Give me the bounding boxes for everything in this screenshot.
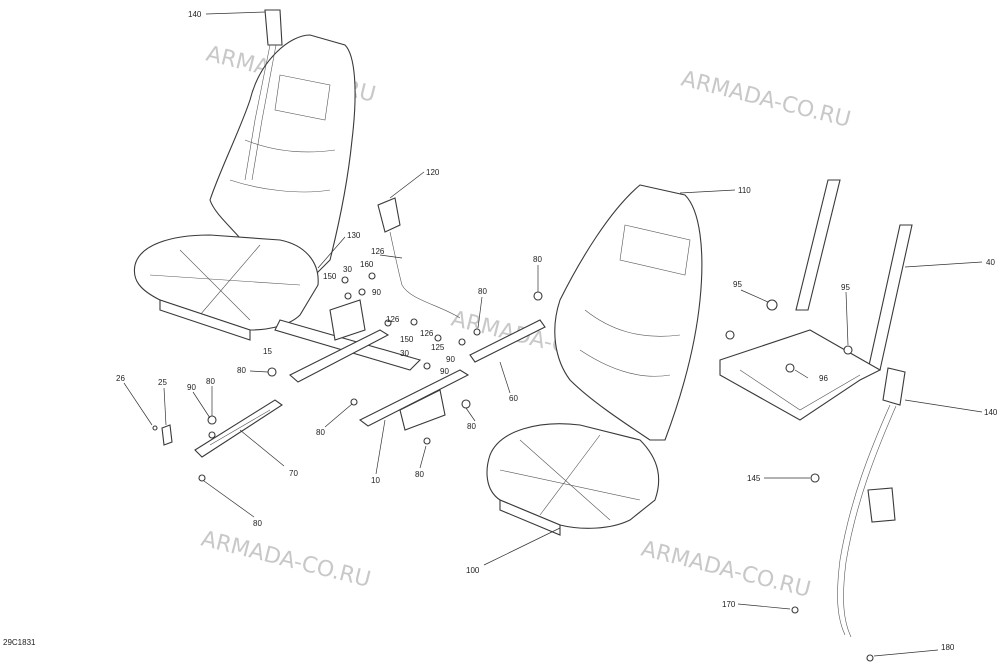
callout-145: 145 bbox=[747, 474, 761, 483]
callout-140-right: 140 bbox=[984, 408, 998, 417]
right-seatbelt bbox=[791, 367, 906, 662]
callout-126-low: 126 bbox=[420, 329, 434, 338]
callout-95-right: 95 bbox=[841, 283, 850, 292]
callout-160: 160 bbox=[360, 260, 374, 269]
callout-80-bracket: 80 bbox=[206, 377, 215, 386]
callout-90-left: 90 bbox=[187, 383, 196, 392]
callout-96: 96 bbox=[819, 374, 828, 383]
callout-100: 100 bbox=[466, 566, 480, 575]
callout-110: 110 bbox=[738, 186, 751, 195]
callout-120: 120 bbox=[426, 168, 440, 177]
callout-80-center: 80 bbox=[316, 428, 325, 437]
callout-90-top: 90 bbox=[372, 288, 381, 297]
callout-25: 25 bbox=[158, 378, 167, 387]
leader-lines bbox=[123, 11, 983, 657]
callout-150-top: 150 bbox=[323, 272, 337, 281]
watermark-5: ARMADA-CO.RU bbox=[639, 537, 813, 603]
callout-40: 40 bbox=[986, 258, 995, 267]
callout-90-b: 90 bbox=[440, 367, 449, 376]
callout-60: 60 bbox=[509, 394, 518, 403]
callout-70: 70 bbox=[289, 469, 298, 478]
callout-130: 130 bbox=[347, 231, 361, 240]
callout-30-low: 30 bbox=[400, 349, 409, 358]
watermark-2: ARMADA-CO.RU bbox=[679, 67, 853, 133]
callout-15: 15 bbox=[263, 347, 272, 356]
callout-140-left: 140 bbox=[188, 10, 202, 19]
watermark-4: ARMADA-CO.RU bbox=[199, 527, 373, 593]
callout-95-left: 95 bbox=[733, 280, 742, 289]
callout-180: 180 bbox=[941, 643, 955, 652]
diagram-code: 29C1831 bbox=[3, 638, 36, 647]
left-seat-assembly bbox=[133, 9, 546, 482]
callout-80-left: 80 bbox=[237, 366, 246, 375]
callout-150-low: 150 bbox=[400, 335, 414, 344]
seat-cushion bbox=[486, 423, 660, 536]
callout-126-mid: 126 bbox=[386, 315, 400, 324]
callout-10: 10 bbox=[371, 476, 380, 485]
callout-80-low: 80 bbox=[415, 470, 424, 479]
callout-125: 125 bbox=[431, 343, 445, 352]
seat-back bbox=[554, 184, 703, 441]
callout-80-right: 80 bbox=[467, 422, 476, 431]
callout-126-top: 126 bbox=[371, 247, 385, 256]
callout-80-bottom: 80 bbox=[253, 519, 262, 528]
callout-30-top: 30 bbox=[343, 265, 352, 274]
callout-80-tr: 80 bbox=[533, 255, 542, 264]
callout-80-mid: 80 bbox=[478, 287, 487, 296]
callout-90-a: 90 bbox=[446, 355, 455, 364]
callout-labels: 140 120 110 40 130 126 160 150 30 90 80 … bbox=[116, 10, 998, 652]
callout-26: 26 bbox=[116, 374, 125, 383]
callout-170: 170 bbox=[722, 600, 736, 609]
seat-frame bbox=[719, 179, 913, 421]
